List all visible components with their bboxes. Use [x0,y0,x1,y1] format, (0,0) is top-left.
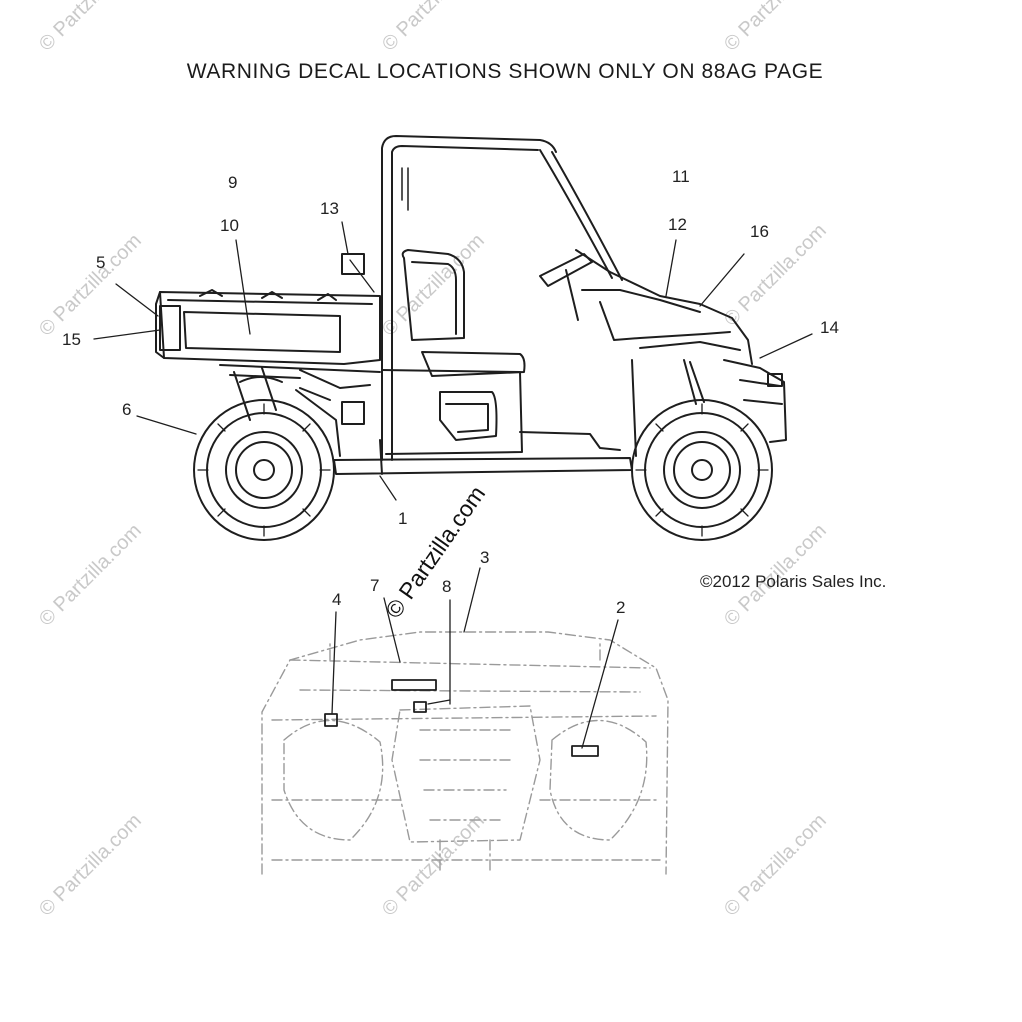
callout-15: 15 [62,330,81,349]
callout-12: 12 [668,215,687,234]
callout-11: 11 [672,167,690,186]
callout-1: 1 [398,509,408,528]
tire-tread [197,403,769,537]
callout-4: 4 [332,590,342,609]
utv-front-view-outline [261,631,669,875]
diagram-title: WARNING DECAL LOCATIONS SHOWN ONLY ON 88… [186,60,824,83]
callout-2: 2 [616,598,626,617]
callout-13: 13 [320,199,339,218]
utv-side-view [155,135,787,541]
callout-3: 3 [480,548,490,567]
callout-5: 5 [96,253,106,272]
copyright-notice: ©2012 Polaris Sales Inc. [700,572,887,591]
leader-lines [93,221,813,749]
callout-9: 9 [228,173,238,192]
callout-7: 7 [370,576,380,595]
callout-16: 16 [750,222,769,241]
callout-14: 14 [820,318,839,337]
callout-10: 10 [220,216,239,235]
callout-6: 6 [122,400,132,419]
callout-8: 8 [442,577,452,596]
front-view-decals [324,679,599,757]
